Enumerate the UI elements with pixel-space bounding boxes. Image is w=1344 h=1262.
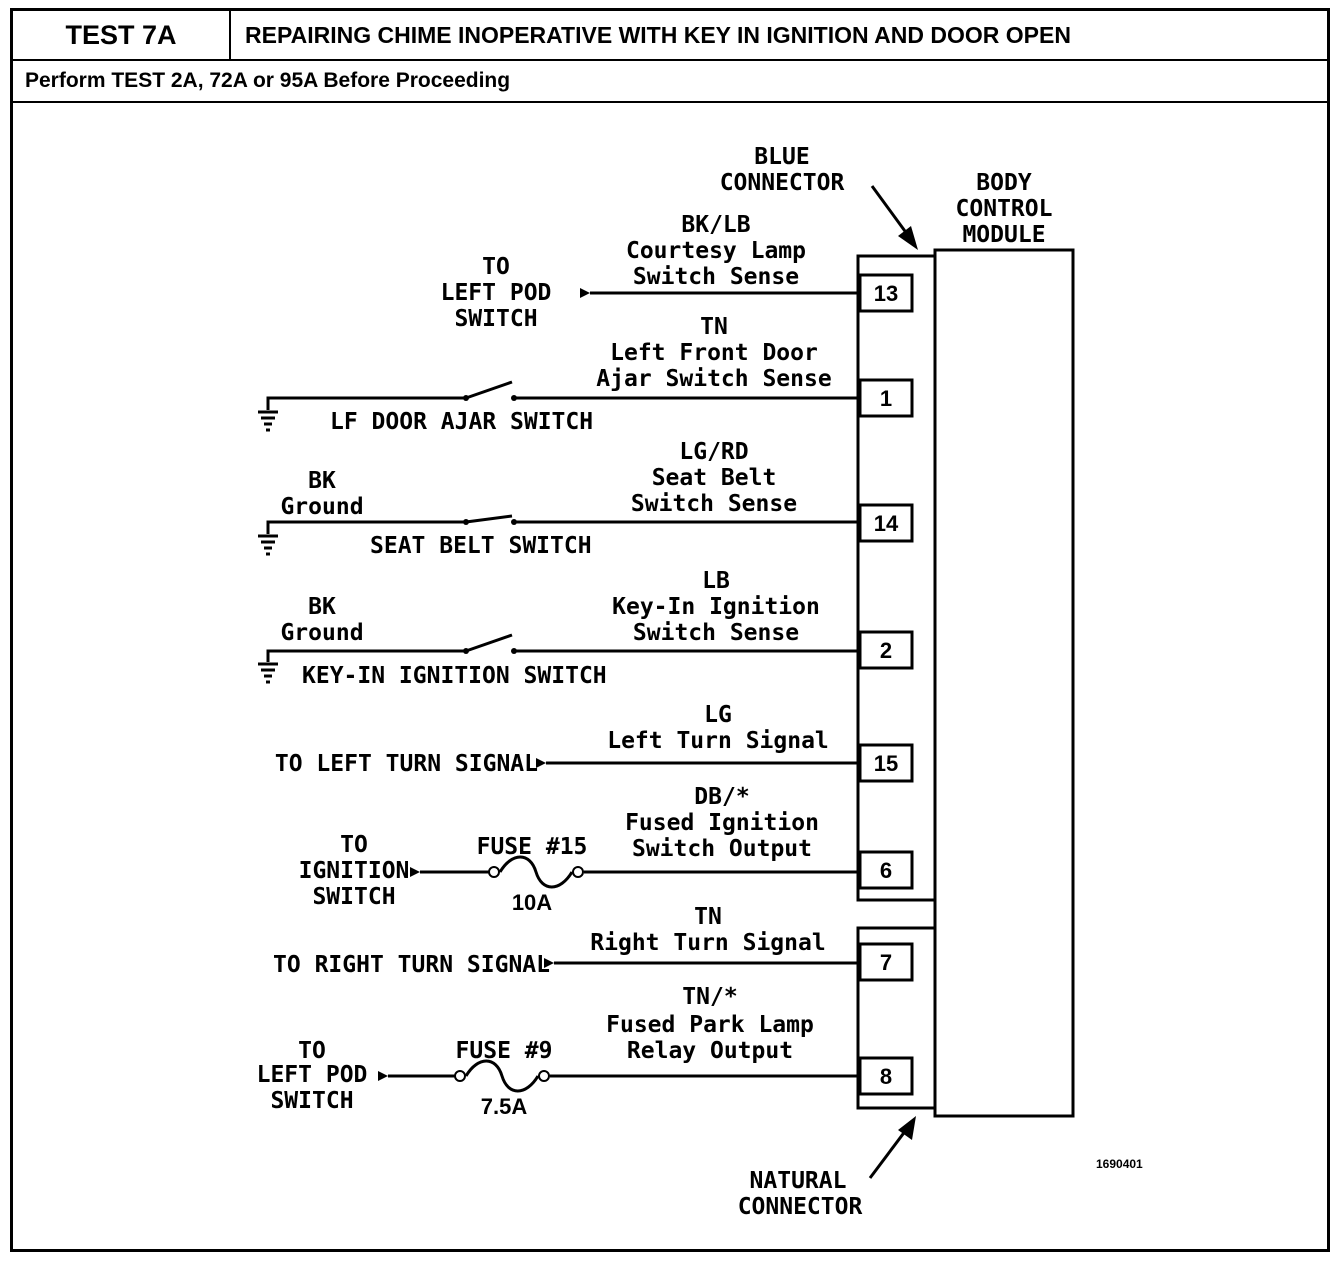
figure-id: 1690401: [1096, 1157, 1143, 1171]
circuit-15-desc-1: Left Turn Signal: [607, 728, 829, 754]
seat-belt-switch-blade-icon: [465, 514, 513, 524]
circuit-15-wire-color: LG: [704, 702, 732, 728]
prerequisite-text: Perform TEST 2A, 72A or 95A Before Proce…: [25, 69, 511, 92]
seat-belt-ground-icon: [258, 534, 278, 556]
circuit-14-ground-label: Ground: [280, 494, 363, 520]
blue-connector-housing: [856, 254, 937, 902]
blue-connector-label-2: CONNECTOR: [720, 170, 845, 196]
natural-connector-pointer: [868, 1129, 908, 1179]
circuit-13-dest-3: SWITCH: [454, 306, 537, 332]
circuit-1-wire-color: TN: [700, 314, 728, 340]
fuse-15-terminal-right: [572, 866, 584, 878]
module-label-1: BODY: [976, 170, 1032, 196]
circuit-13-dest-2: LEFT POD: [441, 280, 552, 306]
fuse-9-terminal-right: [538, 1070, 550, 1082]
fuse-15-terminal-left: [488, 866, 500, 878]
circuit-6-dest-1: TO: [340, 832, 368, 858]
natural-connector-label-1: NATURAL: [750, 1168, 847, 1194]
natural-connector-arrowhead: [898, 1116, 916, 1140]
circuit-6-dest-3: SWITCH: [312, 884, 395, 910]
key-in-ground-icon: [258, 662, 278, 684]
circuit-8-dest-3: SWITCH: [270, 1088, 353, 1114]
circuit-15-dest: TO LEFT TURN SIGNAL: [275, 751, 538, 777]
pin-2-label: 2: [880, 638, 892, 663]
pin-8-label: 8: [880, 1064, 892, 1089]
body-control-module-box: [933, 248, 1075, 1118]
circuit-6-fuse: FUSE #15: [477, 834, 588, 860]
pin-1-label: 1: [880, 386, 892, 411]
circuit-1-component: LF DOOR AJAR SWITCH: [330, 409, 593, 435]
circuit-1-desc-2: Ajar Switch Sense: [596, 366, 831, 392]
pin-13-label: 13: [874, 281, 898, 306]
circuit-2-desc-1: Key-In Ignition: [612, 594, 820, 620]
lf-door-switch-blade-icon: [465, 380, 513, 400]
circuit-14-component: SEAT BELT SWITCH: [370, 533, 592, 559]
circuit-8-wire-color: TN/*: [682, 984, 737, 1010]
blue-connector-label-1: BLUE: [754, 144, 809, 170]
test-title: REPAIRING CHIME INOPERATIVE WITH KEY IN …: [245, 22, 1071, 48]
fuse-15-icon: [498, 855, 574, 889]
circuit-14-desc-1: Seat Belt: [652, 465, 777, 491]
circuit-8-fuse: FUSE #9: [456, 1038, 553, 1064]
circuit-8-dest-2: LEFT POD: [257, 1062, 368, 1088]
lf-door-ground-wire: [266, 396, 466, 410]
key-in-switch-contact: [511, 648, 517, 654]
lf-door-switch-contact: [511, 395, 517, 401]
circuit-7-desc-1: Right Turn Signal: [590, 930, 825, 956]
circuit-13-wire-color: BK/LB: [681, 212, 750, 238]
seat-belt-switch-contact: [511, 519, 517, 525]
pin-14-label: 14: [874, 511, 899, 536]
pin-6-box: [858, 850, 914, 890]
circuit-7-wire-color: TN: [694, 904, 722, 930]
circuit-8-fuse-rating: 7.5A: [481, 1094, 528, 1119]
circuit-2-desc-2: Switch Sense: [633, 620, 799, 646]
test-id: TEST 7A: [13, 11, 231, 59]
module-label-2: CONTROL: [956, 196, 1053, 222]
lf-door-ground-icon: [258, 410, 278, 432]
blue-connector-pointer: [870, 185, 912, 239]
module-label-3: MODULE: [962, 222, 1045, 248]
circuit-8-desc-1: Fused Park Lamp: [606, 1012, 814, 1038]
circuit-14-desc-2: Switch Sense: [631, 491, 797, 517]
circuit-6-desc-2: Switch Output: [632, 836, 812, 862]
pin-7-label: 7: [880, 950, 892, 975]
pin-15-label: 15: [874, 751, 898, 776]
key-in-switch-blade-icon: [465, 633, 513, 653]
circuit-6-desc-1: Fused Ignition: [625, 810, 819, 836]
natural-connector-label-2: CONNECTOR: [738, 1194, 863, 1220]
circuit-6-wire-color: DB/*: [694, 784, 749, 810]
circuit-13-dest-1: TO: [482, 254, 510, 280]
header-row: TEST 7A REPAIRING CHIME INOPERATIVE WITH…: [13, 11, 1327, 61]
circuit-8-dest-1: TO: [298, 1038, 326, 1064]
circuit-1-desc-1: Left Front Door: [610, 340, 818, 366]
natural-connector-housing: [856, 926, 937, 1110]
circuit-8-desc-2: Relay Output: [627, 1038, 793, 1064]
circuit-14-wire-color: LG/RD: [679, 439, 748, 465]
fuse-9-icon: [464, 1059, 540, 1093]
circuit-6-fuse-rating: 10A: [512, 890, 552, 915]
blue-connector-arrowhead: [898, 226, 918, 250]
fuse-9-terminal-left: [454, 1070, 466, 1082]
circuit-2-ground-color: BK: [308, 594, 336, 620]
prerequisite-row: Perform TEST 2A, 72A or 95A Before Proce…: [13, 61, 1327, 103]
circuit-14-ground-color: BK: [308, 468, 336, 494]
pin-6-label: 6: [880, 858, 892, 883]
key-in-ground-wire: [266, 649, 466, 662]
circuit-2-component: KEY-IN IGNITION SWITCH: [302, 663, 607, 689]
circuit-6-dest-2: IGNITION: [299, 858, 410, 884]
test-frame: TEST 7A REPAIRING CHIME INOPERATIVE WITH…: [10, 8, 1330, 1252]
circuit-7-dest: TO RIGHT TURN SIGNAL: [273, 952, 550, 978]
circuit-13-desc-2: Switch Sense: [633, 264, 799, 290]
circuit-13-desc-1: Courtesy Lamp: [626, 238, 806, 264]
seat-belt-ground-wire: [266, 520, 466, 534]
circuit-2-ground-label: Ground: [280, 620, 363, 646]
circuit-2-wire-color: LB: [702, 568, 730, 594]
